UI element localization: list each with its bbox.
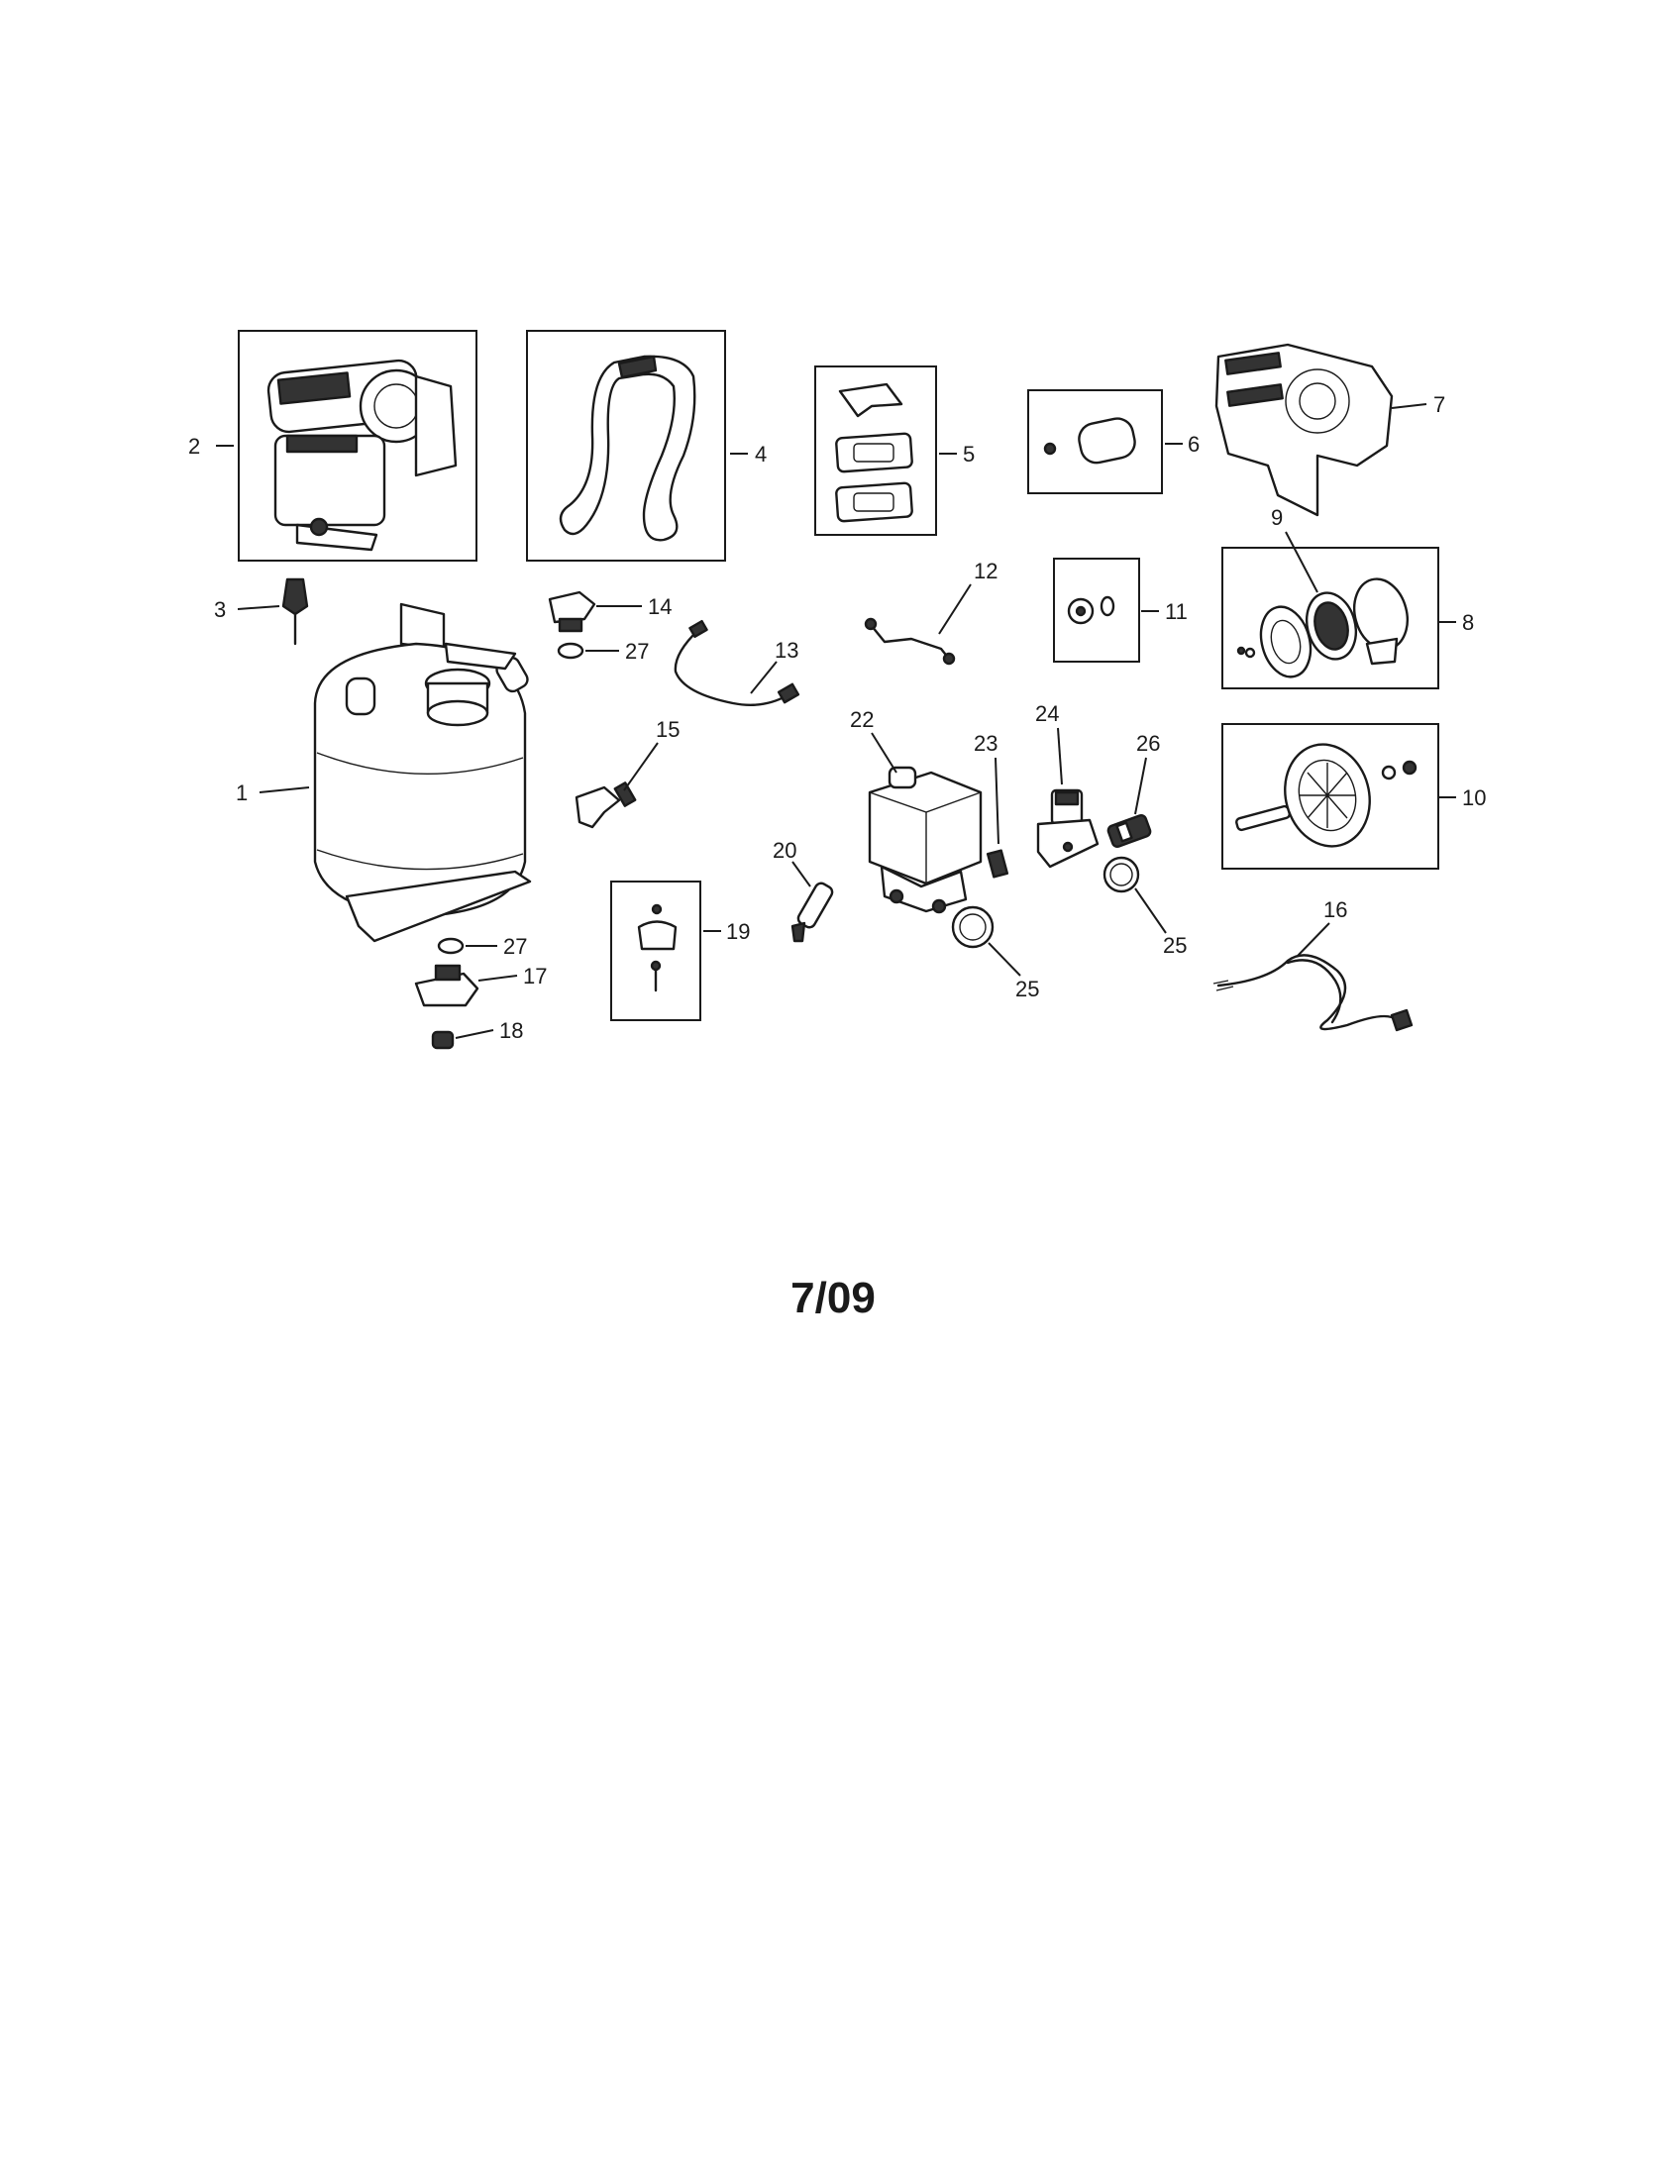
part-4-frame bbox=[526, 330, 726, 562]
label-part-27-lower: 27 bbox=[503, 934, 527, 959]
label-part-2: 2 bbox=[188, 434, 200, 459]
label-part-9: 9 bbox=[1271, 505, 1283, 530]
label-part-4: 4 bbox=[755, 442, 767, 467]
part-23-nipple bbox=[986, 849, 1009, 879]
part-7-shroud bbox=[1214, 343, 1394, 517]
part-15-elbow-fitting bbox=[575, 781, 637, 829]
label-part-7: 7 bbox=[1433, 392, 1445, 417]
label-part-6: 6 bbox=[1188, 432, 1200, 457]
label-part-25-right: 25 bbox=[1163, 933, 1187, 958]
label-part-10: 10 bbox=[1462, 785, 1486, 810]
label-part-14: 14 bbox=[648, 594, 672, 619]
part-19-rubber-foot bbox=[610, 881, 701, 1021]
label-part-8: 8 bbox=[1462, 610, 1474, 635]
part-2-frame bbox=[238, 330, 477, 562]
part-13-outlet-tube bbox=[674, 619, 800, 706]
part-25-gauge-lower bbox=[951, 905, 995, 949]
part-27-washer-upper bbox=[557, 642, 584, 660]
part-18-plug bbox=[431, 1030, 455, 1050]
label-part-1: 1 bbox=[236, 780, 248, 805]
part-17-bushing bbox=[414, 964, 479, 1007]
part-5-gasket-set bbox=[814, 365, 937, 536]
part-19-frame bbox=[610, 881, 701, 1021]
label-part-19: 19 bbox=[726, 919, 750, 944]
label-part-18: 18 bbox=[499, 1018, 523, 1043]
label-part-26: 26 bbox=[1136, 731, 1160, 756]
label-part-15: 15 bbox=[656, 717, 680, 742]
part-12-pressure-tube bbox=[864, 617, 956, 666]
label-part-24: 24 bbox=[1035, 701, 1059, 726]
label-part-25-lower: 25 bbox=[1015, 977, 1039, 1001]
part-8-pulley-assembly bbox=[1221, 547, 1439, 689]
label-part-13: 13 bbox=[775, 638, 798, 663]
part-8-frame bbox=[1221, 547, 1439, 689]
part-27-washer-lower bbox=[437, 937, 465, 955]
part-26-quick-coupler bbox=[1106, 814, 1152, 848]
part-14-fitting bbox=[548, 590, 596, 633]
label-part-12: 12 bbox=[974, 559, 998, 583]
label-part-20: 20 bbox=[773, 838, 796, 863]
part-3-valve bbox=[281, 577, 309, 646]
part-20-drain-valve bbox=[790, 882, 834, 943]
label-part-5: 5 bbox=[963, 442, 975, 467]
label-part-23: 23 bbox=[974, 731, 998, 756]
part-4-handle bbox=[526, 330, 726, 562]
part-2-motor-pump-assembly bbox=[238, 330, 477, 562]
label-part-11: 11 bbox=[1165, 599, 1188, 624]
label-part-27-upper: 27 bbox=[625, 639, 649, 664]
part-16-power-cord bbox=[1212, 954, 1414, 1032]
part-25-gauge-right bbox=[1102, 856, 1140, 893]
part-5-frame bbox=[814, 365, 937, 536]
label-part-17: 17 bbox=[523, 964, 547, 988]
label-part-16: 16 bbox=[1323, 897, 1347, 922]
part-24-regulator bbox=[1036, 788, 1100, 869]
part-10-wheel-kit bbox=[1221, 723, 1439, 870]
part-22-pressure-switch bbox=[868, 766, 983, 914]
revision-date: 7/09 bbox=[790, 1274, 876, 1322]
label-part-22: 22 bbox=[850, 707, 874, 732]
part-1-air-tank bbox=[313, 602, 532, 943]
label-part-3: 3 bbox=[214, 597, 226, 622]
part-11-check-valve bbox=[1053, 558, 1140, 663]
part-11-frame bbox=[1053, 558, 1140, 663]
part-6-capacitor bbox=[1027, 389, 1163, 494]
part-6-frame bbox=[1027, 389, 1163, 494]
